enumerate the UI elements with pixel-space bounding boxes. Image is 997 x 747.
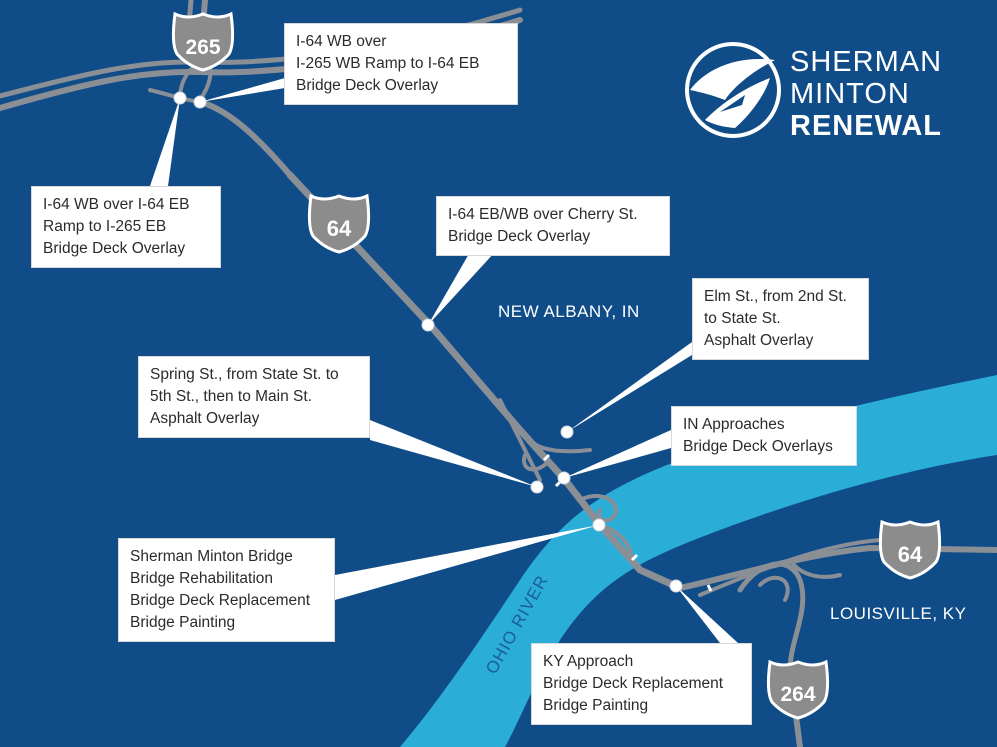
- joint-marks: [542, 453, 713, 592]
- shield-i64-north: 64: [307, 193, 371, 254]
- callout-text: I-265 WB Ramp to I-64 EB: [296, 55, 480, 72]
- callout-text: Elm St., from 2nd St.: [704, 288, 847, 305]
- callout-text: Bridge Painting: [130, 614, 236, 631]
- callout-text: KY Approach: [543, 653, 634, 670]
- logo-emblem: [685, 42, 781, 138]
- callout-text: Ramp to I-265 EB: [43, 218, 167, 235]
- dot-4: [560, 425, 574, 439]
- callout-text: Bridge Deck Overlay: [296, 77, 439, 94]
- dot-6: [557, 471, 571, 485]
- callout-elm-st: Elm St., from 2nd St. to State St. Aspha…: [692, 278, 869, 360]
- callout-text: I-64 WB over: [296, 33, 387, 50]
- dot-2: [173, 91, 187, 105]
- callout-pointers: [150, 78, 738, 643]
- shield-i265-number: 265: [185, 36, 220, 59]
- dot-3: [421, 318, 435, 332]
- callout-spring-st: Spring St., from State St. to 5th St., t…: [138, 356, 370, 438]
- shield-i264-number: 264: [780, 683, 815, 706]
- callout-text: 5th St., then to Main St.: [150, 388, 312, 405]
- callout-text: Bridge Deck Overlays: [683, 438, 833, 455]
- dot-8: [669, 579, 683, 593]
- label-louisville: LOUISVILLE, KY: [830, 604, 967, 623]
- callout-in-approaches: IN Approaches Bridge Deck Overlays: [671, 406, 857, 466]
- callout-text: I-64 WB over I-64 EB: [43, 196, 190, 213]
- callout-text: to State St.: [704, 310, 781, 327]
- project-dots: [173, 91, 683, 593]
- callout-text: Bridge Rehabilitation: [130, 570, 274, 587]
- callout-text: Asphalt Overlay: [150, 410, 260, 427]
- callout-text: Bridge Deck Replacement: [130, 592, 311, 609]
- shield-i64-north-number: 64: [327, 216, 352, 241]
- brand-line-2: MINTON: [790, 78, 910, 110]
- dot-1: [193, 95, 207, 109]
- brand-line-3: RENEWAL: [790, 110, 942, 142]
- brand-line-1: SHERMAN: [790, 46, 943, 78]
- dot-7: [592, 518, 606, 532]
- brand-wordmark: SHERMAN MINTON RENEWAL: [790, 46, 942, 142]
- callout-text: Bridge Deck Overlay: [448, 228, 591, 245]
- shield-i264: 264: [766, 659, 830, 720]
- callout-sherman-minton-bridge: Sherman Minton Bridge Bridge Rehabilitat…: [118, 538, 335, 642]
- callout-text: Spring St., from State St. to: [150, 366, 339, 383]
- callout-text: IN Approaches: [683, 416, 785, 433]
- callout-text: Sherman Minton Bridge: [130, 548, 293, 565]
- callout-text: Bridge Deck Overlay: [43, 240, 186, 257]
- label-new-albany: NEW ALBANY, IN: [498, 302, 640, 321]
- dot-5: [530, 480, 544, 494]
- callout-ky-approach: KY Approach Bridge Deck Replacement Brid…: [531, 643, 752, 725]
- callout-i64wb-over-i64eb-ramp: I-64 WB over I-64 EB Ramp to I-265 EB Br…: [31, 186, 221, 268]
- callout-cherry-st: I-64 EB/WB over Cherry St. Bridge Deck O…: [436, 196, 670, 256]
- callout-text: Asphalt Overlay: [704, 332, 814, 349]
- callout-i64wb-over-i265-ramp: I-64 WB over I-265 WB Ramp to I-64 EB Br…: [284, 23, 518, 105]
- callout-text: Bridge Painting: [543, 697, 649, 714]
- shield-i64-east-number: 64: [898, 542, 923, 567]
- shield-i64-east: 64: [878, 519, 942, 580]
- callout-text: I-64 EB/WB over Cherry St.: [448, 206, 638, 223]
- callout-text: Bridge Deck Replacement: [543, 675, 724, 692]
- shield-i265: 265: [171, 11, 235, 72]
